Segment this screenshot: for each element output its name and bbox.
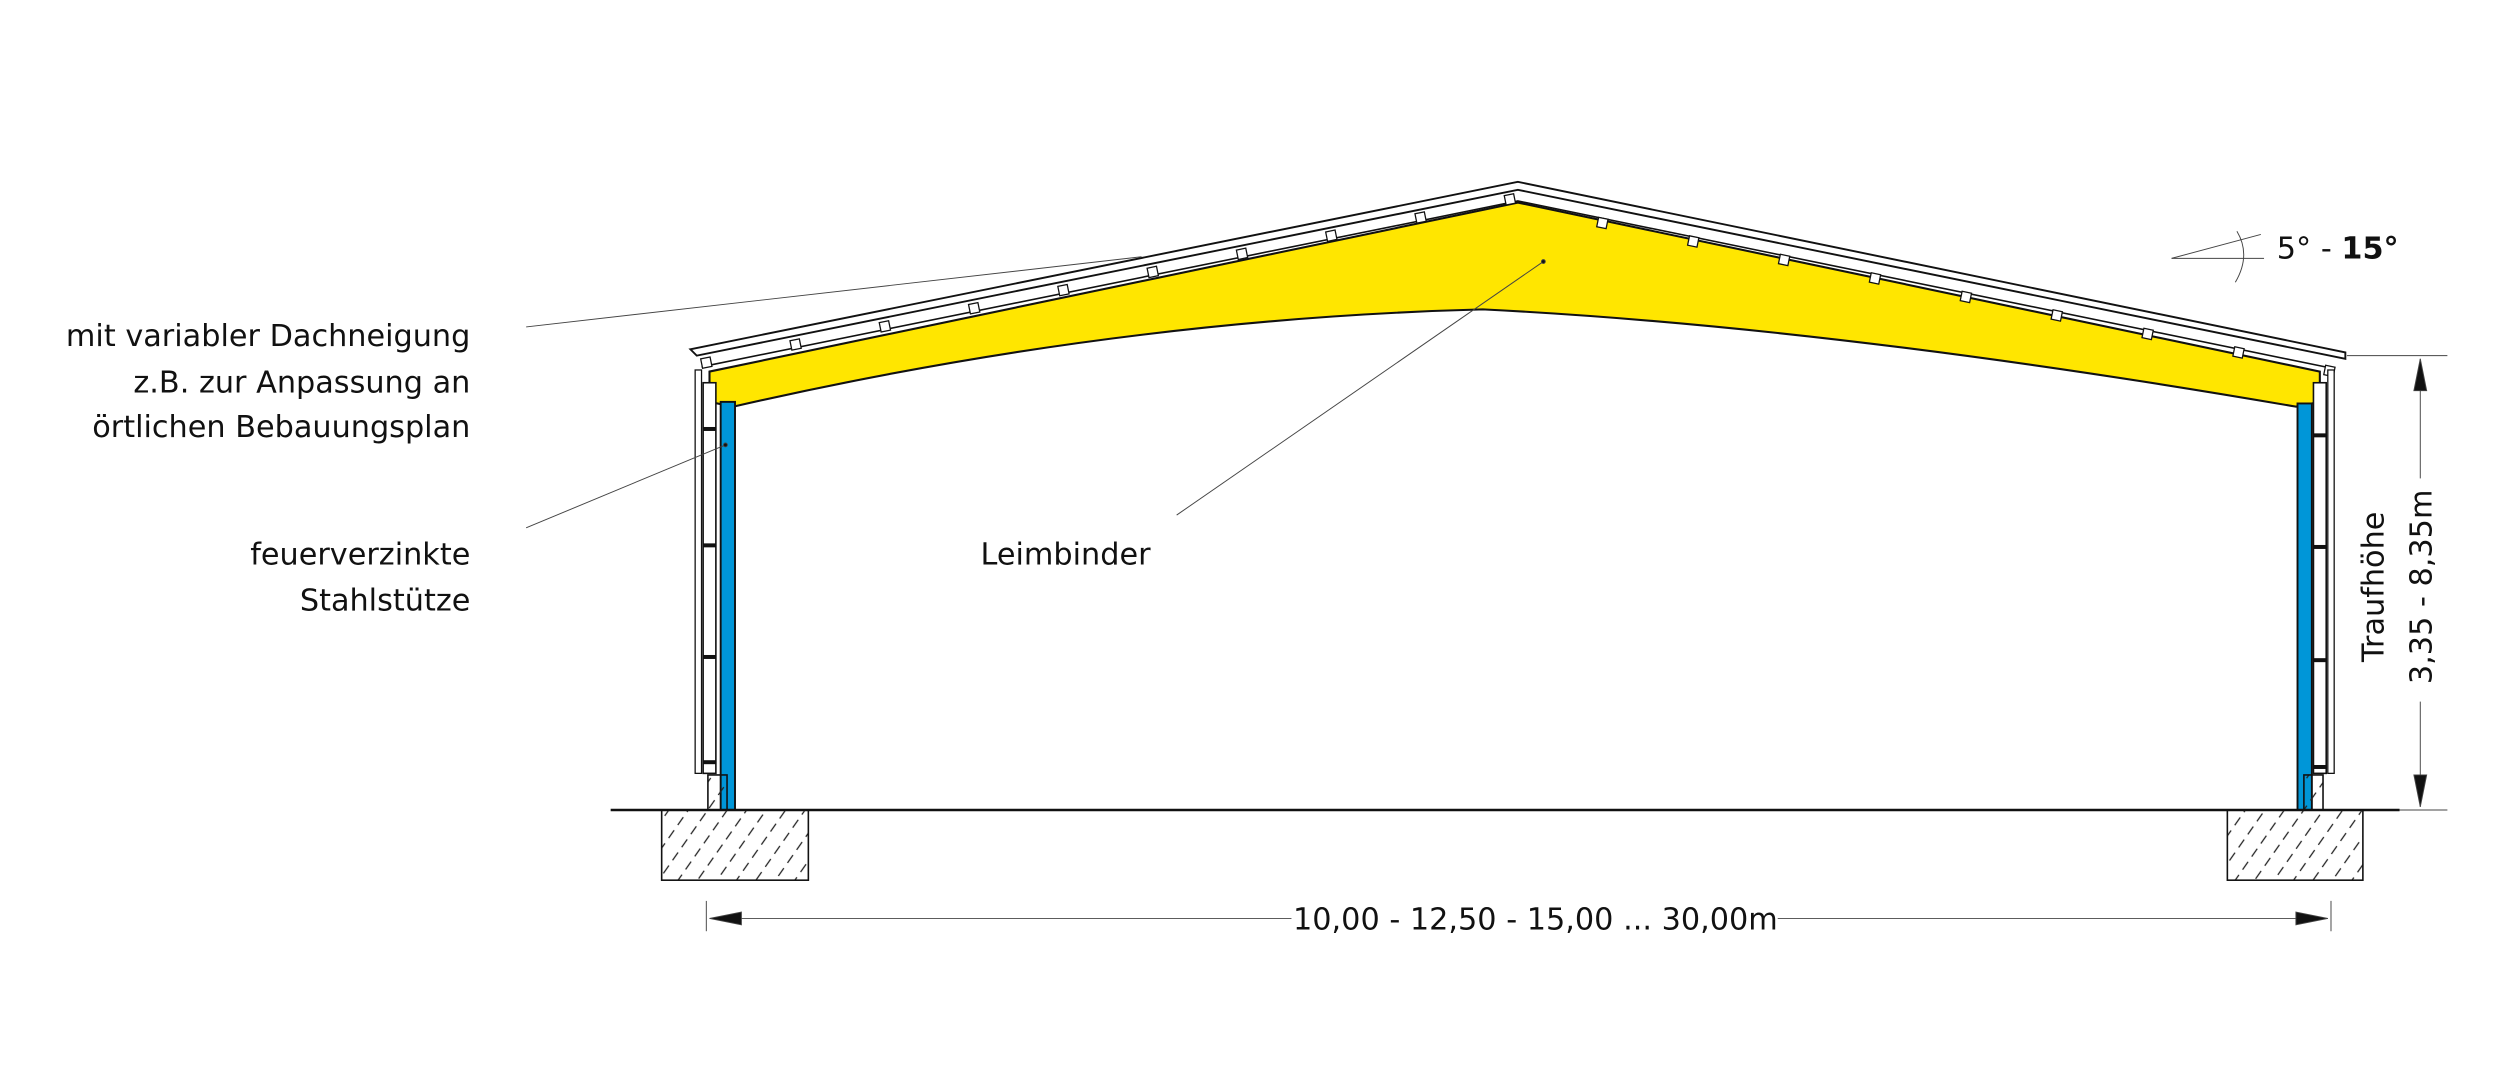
roof-pitch-label-3: örtlichen Bebauungsplan [92, 410, 470, 445]
purlin [878, 319, 892, 333]
roof-angle-label: 5° - 15° [2277, 231, 2399, 266]
roof-angle-icon [2171, 231, 2265, 283]
purlin [967, 301, 981, 315]
span-dimension [705, 900, 2332, 932]
purlin [1959, 290, 1973, 304]
purlin [699, 356, 713, 370]
purlin [1146, 265, 1160, 279]
eave-height-title: Traufhöhe [2357, 512, 2392, 663]
eave-height-range: 3,35 - 8,35m [2404, 490, 2439, 685]
wall-cladding-left [694, 369, 717, 775]
purlin [1777, 253, 1791, 267]
foundation-left [660, 809, 810, 881]
eave-height-dimension [2346, 355, 2448, 811]
leader-lines [525, 256, 1546, 529]
purlin [789, 338, 802, 351]
column-label-1: feuerverzinkte [250, 537, 470, 572]
purlin [1595, 216, 1609, 230]
purlin [2232, 346, 2245, 359]
plinth-right [2303, 774, 2324, 811]
span-label: 10,00 - 12,50 - 15,00 ... 30,00m [1293, 903, 1778, 938]
steel-column-right [2296, 402, 2313, 811]
beam-label: Leimbinder [981, 537, 1152, 572]
glulam-beam [708, 201, 2321, 408]
purlin [1324, 229, 1338, 243]
steel-column-left [719, 400, 736, 811]
plinth-left [707, 774, 728, 811]
purlin [1868, 272, 1882, 285]
roof-pitch-label-2: z.B. zur Anpassung an [133, 365, 470, 400]
purlin [1503, 193, 1517, 206]
foundation-right [2226, 809, 2364, 881]
purlin [1235, 247, 1249, 261]
wall-cladding-right [2312, 369, 2335, 775]
purlin [2141, 327, 2155, 341]
purlin [1686, 235, 1700, 248]
purlin [1057, 283, 1070, 297]
column-label-2: Stahlstütze [300, 584, 471, 619]
purlin [1414, 211, 1427, 224]
roof-pitch-label-1: mit variabler Dachneigung [66, 319, 470, 354]
purlin [2050, 309, 2064, 322]
